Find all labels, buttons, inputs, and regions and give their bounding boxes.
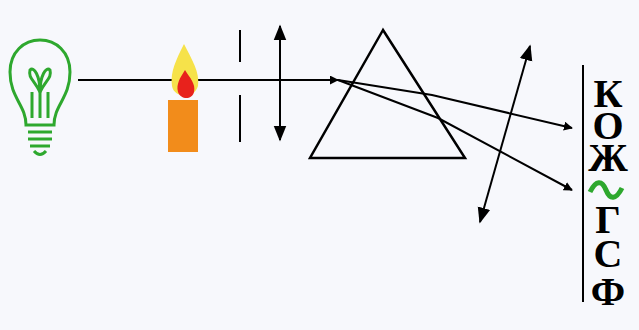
lens	[279, 26, 281, 140]
light-ray	[78, 79, 338, 81]
candle	[168, 44, 198, 152]
prism	[310, 30, 465, 158]
spectrum-letter: Ж	[588, 138, 628, 178]
green-band	[590, 183, 622, 198]
lens	[480, 46, 530, 222]
light-bulb	[10, 40, 70, 155]
spectrum-letter: С	[594, 234, 623, 274]
dispersed-rays	[338, 80, 572, 190]
screen	[582, 65, 584, 302]
slit	[239, 30, 241, 142]
spectrum-letter: Ф	[591, 272, 625, 312]
